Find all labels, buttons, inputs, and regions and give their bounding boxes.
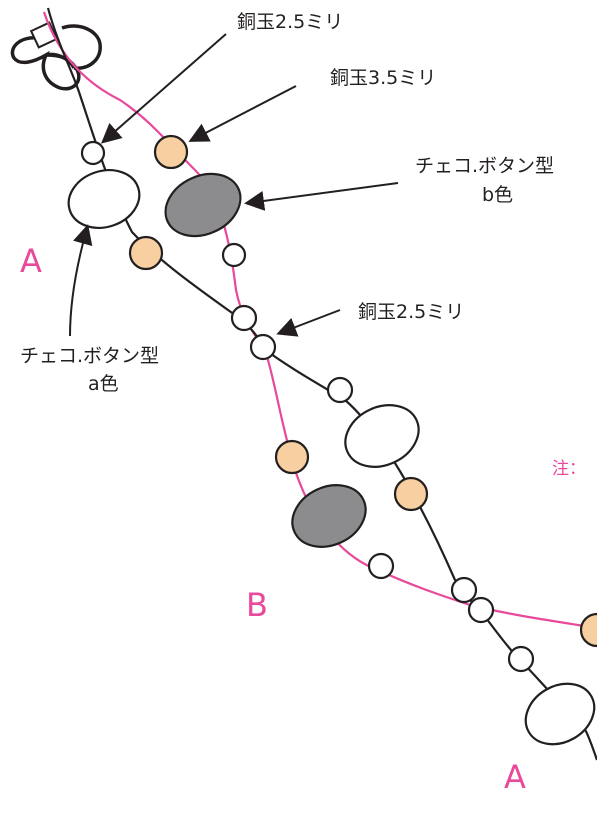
bead-small bbox=[467, 596, 495, 624]
arrow-button-a bbox=[69, 224, 93, 337]
bead-copper bbox=[274, 439, 310, 475]
bead-small bbox=[230, 304, 258, 332]
button-bead-a bbox=[524, 682, 596, 746]
black-thread bbox=[46, 7, 597, 761]
section-label-b: B bbox=[246, 586, 268, 624]
label-button-a-line2: a色 bbox=[88, 373, 119, 395]
label-copper-small-mid: 銅玉2.5ミリ bbox=[358, 301, 464, 323]
bead-small bbox=[367, 552, 395, 580]
label-copper-large: 銅玉3.5ミリ bbox=[330, 67, 436, 89]
button-bead-a bbox=[344, 404, 420, 468]
note-label: 注： bbox=[552, 459, 586, 479]
arrow-copper-small-top bbox=[100, 33, 227, 144]
bead-copper bbox=[153, 134, 189, 170]
label-copper-small-top: 銅玉2.5ミリ bbox=[237, 11, 343, 33]
arrow-copper-small-mid bbox=[276, 309, 341, 337]
arrow-copper-large bbox=[188, 85, 297, 142]
bead-small bbox=[80, 140, 106, 166]
label-button-b-line1: チェコ.ボタン型 bbox=[415, 155, 554, 177]
label-button-a-line1: チェコ.ボタン型 bbox=[20, 345, 159, 367]
bead-small bbox=[221, 242, 247, 268]
section-label-a-left: A bbox=[20, 242, 42, 280]
section-label-a-bottom: A bbox=[504, 758, 526, 796]
label-button-b-line2: b色 bbox=[482, 184, 513, 206]
bead-small bbox=[450, 576, 478, 604]
button-bead-b bbox=[164, 172, 242, 238]
bead-copper bbox=[579, 612, 597, 648]
button-bead-b bbox=[291, 484, 367, 548]
bead-small bbox=[326, 376, 354, 404]
bead-copper bbox=[393, 476, 429, 512]
bead-copper bbox=[128, 235, 164, 271]
bead-small bbox=[249, 333, 277, 361]
button-bead-a bbox=[67, 169, 141, 229]
arrow-button-b bbox=[244, 182, 399, 211]
bead-small bbox=[507, 645, 535, 673]
